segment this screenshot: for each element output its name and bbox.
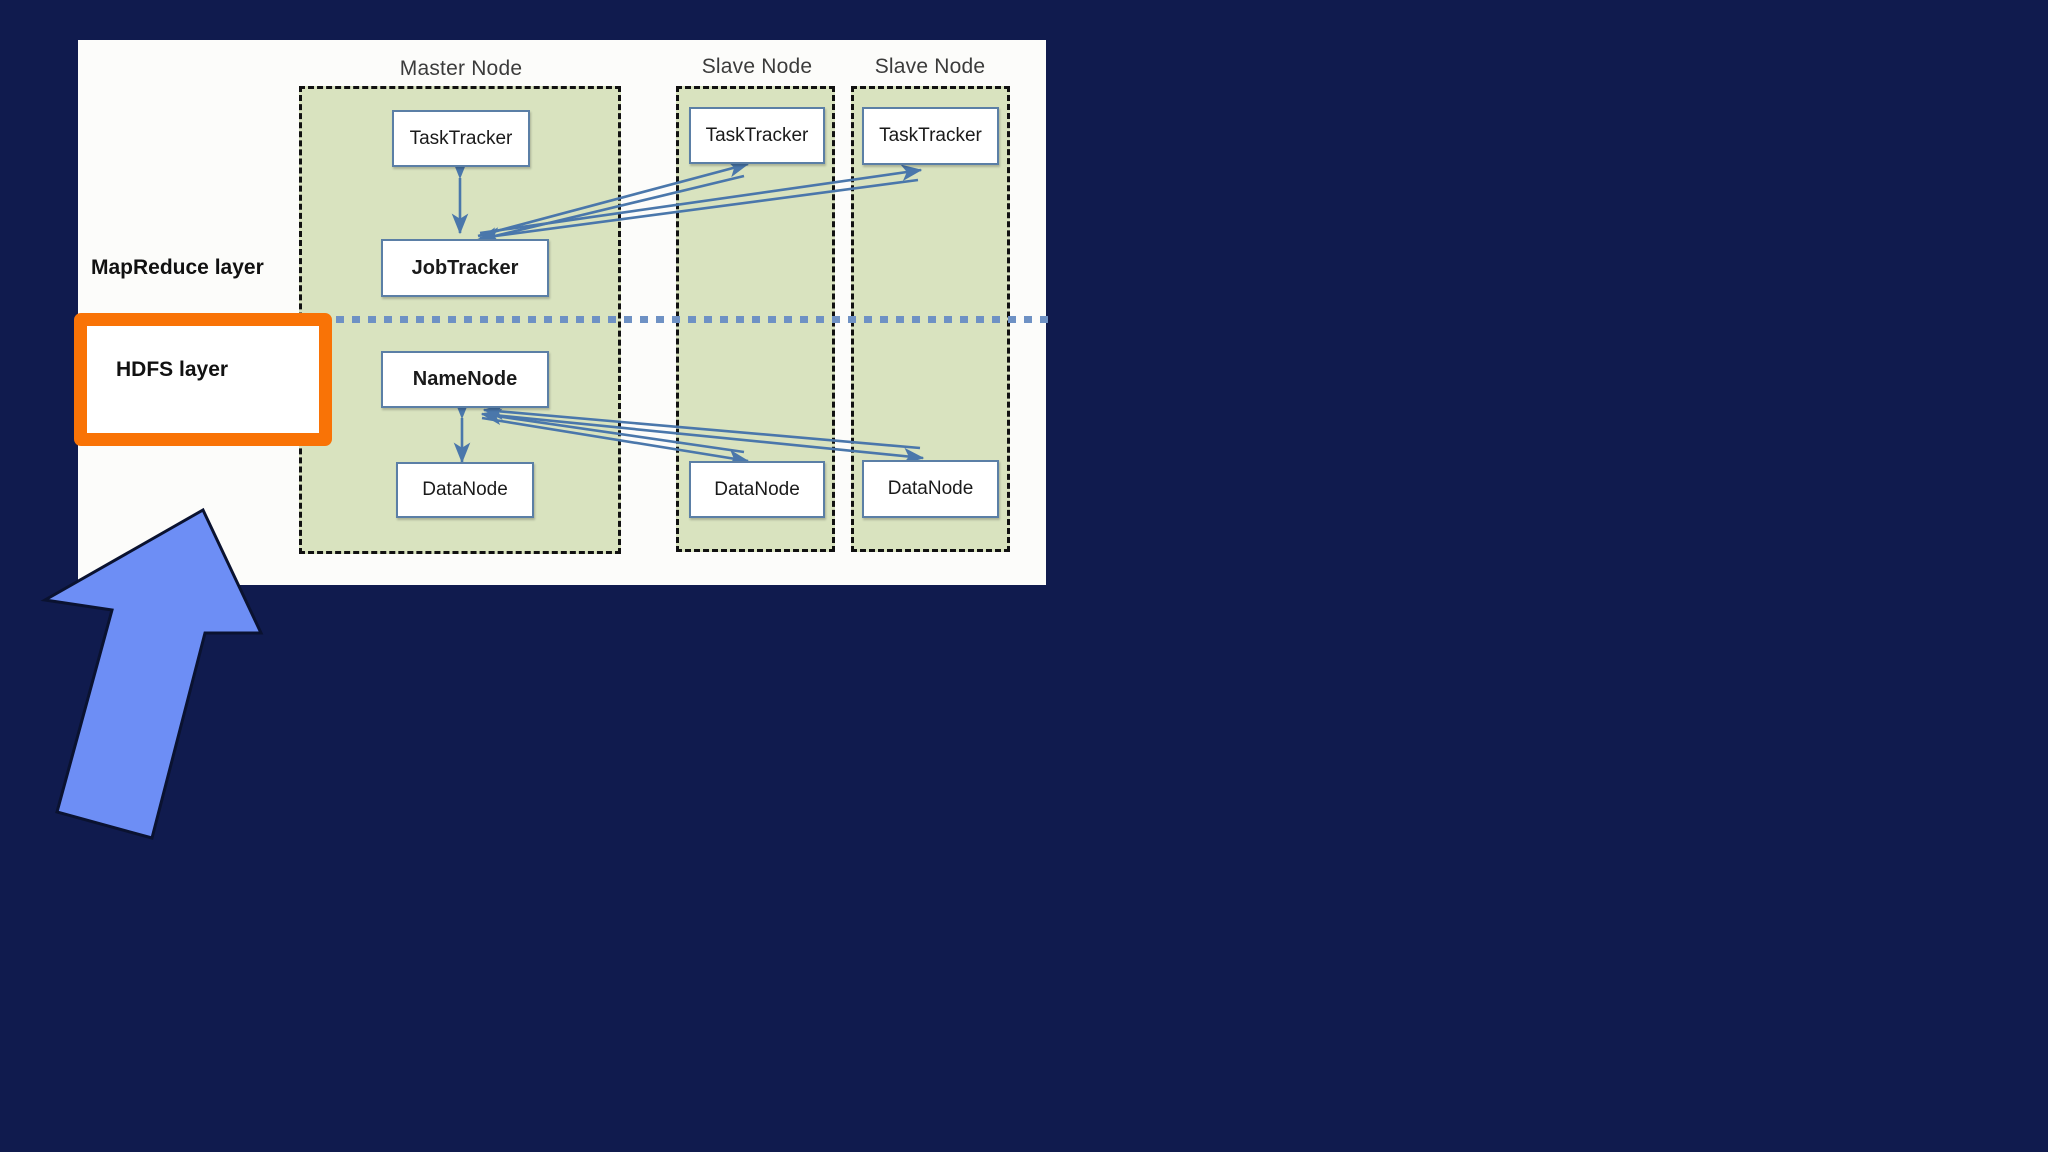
column-title-slave-node-2: Slave Node: [874, 55, 986, 78]
component-slave1-datanode[interactable]: DataNode: [689, 461, 825, 518]
layer-label-mapreduce: MapReduce layer: [91, 256, 264, 279]
component-master-datanode[interactable]: DataNode: [396, 462, 534, 518]
component-slave2-datanode[interactable]: DataNode: [862, 460, 999, 518]
component-master-namenode[interactable]: NameNode: [381, 351, 549, 408]
column-title-slave-node-1: Slave Node: [701, 55, 813, 78]
component-master-tasktracker[interactable]: TaskTracker: [392, 110, 530, 167]
component-slave1-tasktracker[interactable]: TaskTracker: [689, 107, 825, 164]
layer-label-hdfs: HDFS layer: [116, 358, 229, 381]
component-master-jobtracker[interactable]: JobTracker: [381, 239, 549, 297]
highlight-rectangle-hdfs-layer: [74, 313, 332, 446]
layer-divider: [336, 316, 1048, 323]
component-slave2-tasktracker[interactable]: TaskTracker: [862, 107, 999, 165]
column-title-master-node: Master Node: [399, 57, 523, 80]
